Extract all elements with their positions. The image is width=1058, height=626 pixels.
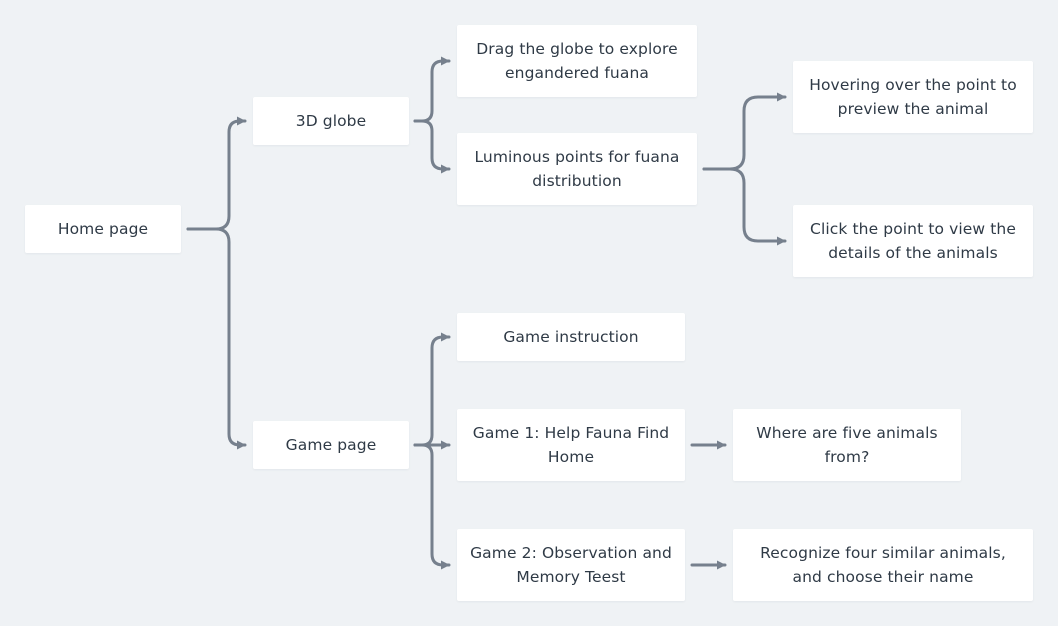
node-game-page: Game page xyxy=(253,421,409,469)
node-game-1-detail: Where are five animals from? xyxy=(733,409,961,481)
connector-home-to-globe xyxy=(186,116,247,231)
node-game-instruction: Game instruction xyxy=(457,313,685,361)
connector-luminous-to-click xyxy=(702,167,787,246)
node-click-point: Click the point to view the details of t… xyxy=(793,205,1033,277)
node-home-page: Home page xyxy=(25,205,181,253)
node-game-2: Game 2: Observation and Memory Teest xyxy=(457,529,685,601)
connector-luminous-to-hover xyxy=(702,92,787,171)
node-3d-globe: 3D globe xyxy=(253,97,409,145)
node-game-1: Game 1: Help Fauna Find Home xyxy=(457,409,685,481)
connector-game-to-instruction xyxy=(413,332,451,447)
connector-home-to-game xyxy=(186,227,247,450)
node-luminous-points: Luminous points for fuana distribution xyxy=(457,133,697,205)
connector-globe-to-drag xyxy=(413,56,451,123)
node-game-2-detail: Recognize four similar animals, and choo… xyxy=(733,529,1033,601)
connector-game-to-game2 xyxy=(413,443,451,570)
node-hover-point: Hovering over the point to preview the a… xyxy=(793,61,1033,133)
node-drag-globe: Drag the globe to explore engandered fua… xyxy=(457,25,697,97)
connector-globe-to-luminous xyxy=(413,119,451,174)
